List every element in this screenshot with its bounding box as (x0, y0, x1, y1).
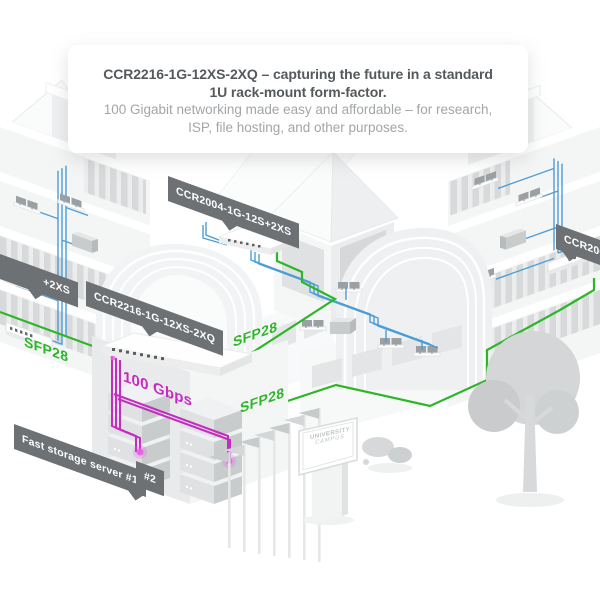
promo-title-line2: 1U rack-mount form-factor. (209, 84, 387, 100)
promo-subtitle-line1: 100 Gigabit networking made easy and aff… (103, 102, 493, 117)
server-stack-2 (180, 398, 242, 504)
backbone-cable-blue (202, 222, 439, 350)
promo-subtitle-line2: ISP, file hosting, and other purposes. (188, 120, 408, 135)
campus-sign (298, 417, 358, 525)
bushes (362, 437, 412, 473)
storage-servers (92, 336, 288, 504)
server-box-icon (330, 318, 356, 334)
left-router-icon (5, 321, 53, 352)
promo-title-line1: CCR2216-1G-12XS-2XQ – capturing the futu… (103, 66, 493, 82)
promo-card: CCR2216-1G-12XS-2XQ – capturing the futu… (68, 45, 528, 153)
banner-left-router-label: +2XS (43, 275, 70, 298)
hall-right (299, 227, 492, 438)
banner-storage-2-label: #2 (144, 469, 157, 487)
ccr2216-router-icon (100, 332, 254, 376)
tree (468, 331, 580, 507)
